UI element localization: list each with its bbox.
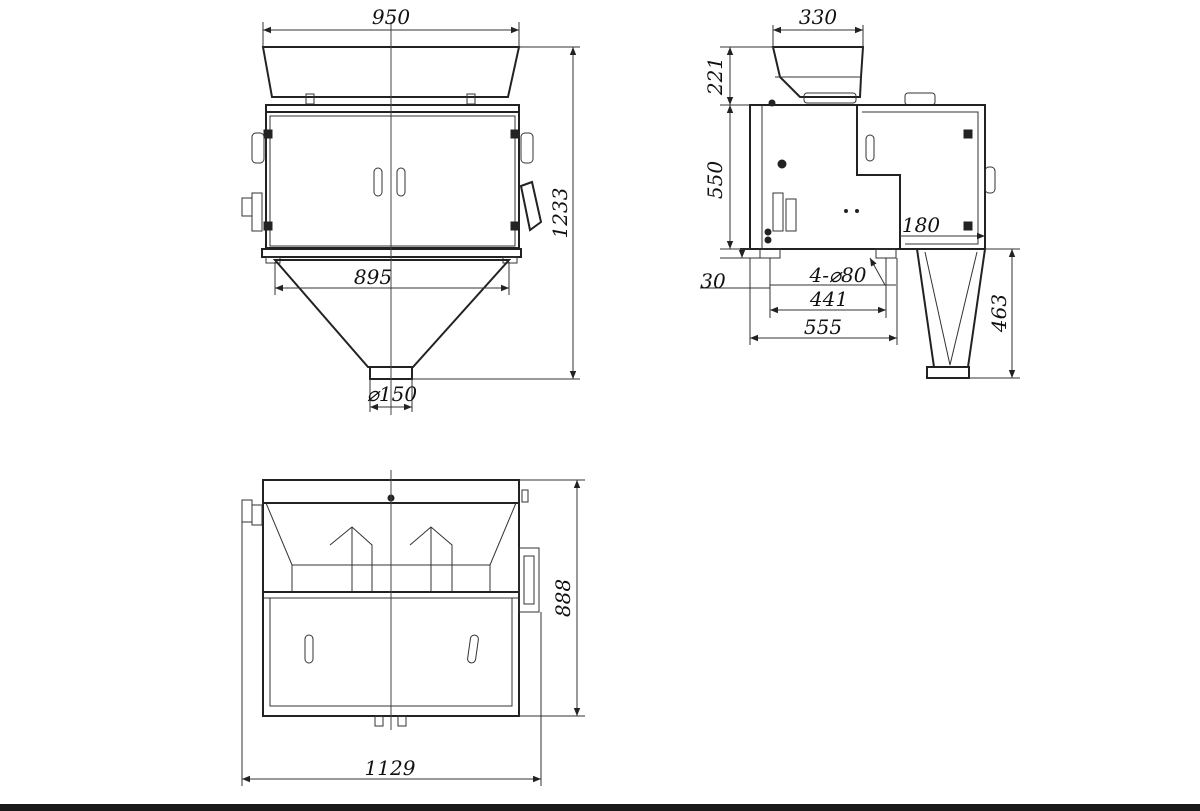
front-top-hopper bbox=[261, 46, 521, 98]
side-step bbox=[856, 105, 901, 249]
dim-label-888: 888 bbox=[551, 579, 575, 617]
top-air-filter bbox=[241, 499, 253, 523]
front-corner-bracket bbox=[510, 221, 520, 231]
side-air-filter bbox=[785, 198, 797, 232]
dim-label-330: 330 bbox=[799, 5, 837, 29]
side-foot bbox=[759, 248, 781, 259]
front-body bbox=[265, 104, 520, 249]
dim-label-1129: 1129 bbox=[365, 756, 416, 780]
front-air-filter bbox=[251, 192, 263, 232]
front-corner-bracket bbox=[263, 221, 273, 231]
dim-label-221: 221 bbox=[703, 57, 727, 96]
bottom-border bbox=[0, 804, 1200, 811]
front-side-handle bbox=[251, 132, 265, 164]
side-chute bbox=[915, 248, 987, 368]
side-view: 330 221 550 30 180 4-⌀80 441 555 bbox=[700, 5, 1020, 379]
dim-label-1233: 1233 bbox=[548, 188, 572, 239]
front-control-box bbox=[519, 180, 543, 232]
dim-label-950: 950 bbox=[372, 5, 410, 29]
side-chute-outlet bbox=[926, 366, 970, 379]
front-air-filter bbox=[241, 197, 253, 217]
front-door-handle bbox=[396, 167, 406, 197]
side-top-hopper bbox=[771, 46, 865, 98]
front-corner-bracket bbox=[510, 129, 520, 139]
dim-label-895: 895 bbox=[354, 265, 392, 289]
dim-label-550: 550 bbox=[703, 161, 727, 199]
side-top-handle bbox=[803, 92, 857, 104]
top-control-box bbox=[518, 547, 540, 613]
front-side-handle bbox=[520, 132, 534, 164]
front-lug bbox=[466, 93, 476, 105]
dim-label-441: 441 bbox=[809, 287, 848, 311]
side-top-handle bbox=[904, 92, 936, 106]
side-foot bbox=[875, 248, 897, 259]
dim-label-463: 463 bbox=[987, 294, 1011, 333]
top-divider bbox=[409, 526, 453, 592]
side-door-handle bbox=[865, 134, 875, 162]
front-lug bbox=[305, 93, 315, 105]
top-door-handle bbox=[304, 634, 314, 664]
dim-label-180: 180 bbox=[902, 213, 940, 237]
front-view: 950 1233 895 ⌀150 bbox=[241, 5, 580, 415]
side-body bbox=[749, 104, 986, 250]
dim-label-555: 555 bbox=[804, 315, 842, 339]
dim-label-30: 30 bbox=[700, 269, 726, 293]
top-door-handle bbox=[467, 634, 479, 664]
dim-label-feet: 4-⌀80 bbox=[809, 263, 867, 287]
top-divider bbox=[329, 526, 373, 592]
dim-label-150: ⌀150 bbox=[367, 382, 417, 406]
top-view: 888 1129 bbox=[241, 470, 585, 786]
front-body-inner bbox=[269, 115, 516, 247]
side-air-filter bbox=[772, 192, 784, 232]
front-door-handle bbox=[373, 167, 383, 197]
side-handle bbox=[984, 166, 996, 194]
front-corner-bracket bbox=[263, 129, 273, 139]
